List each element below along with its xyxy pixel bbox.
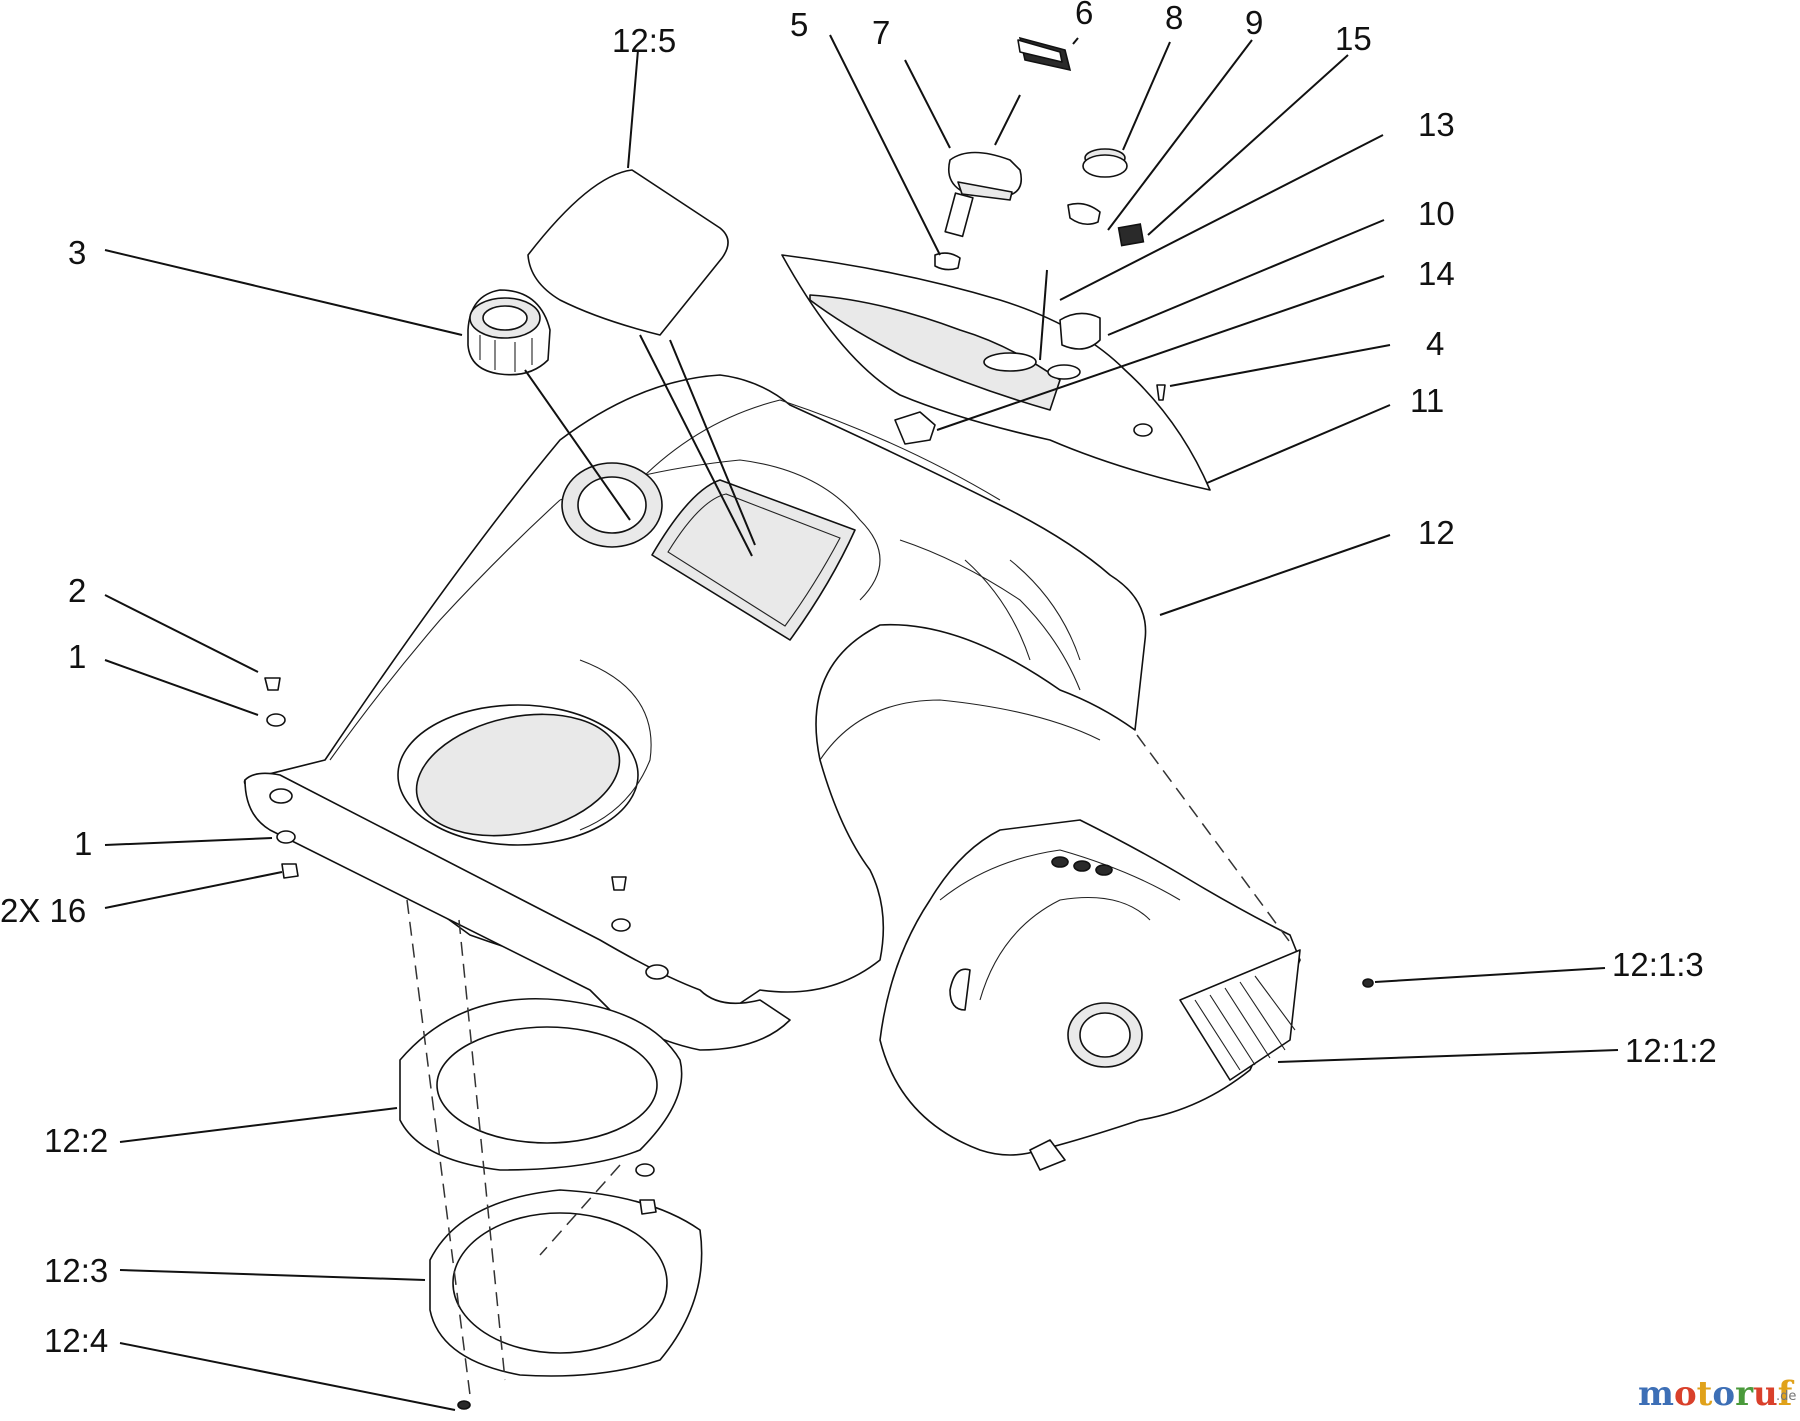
- callout-12-4: 12:4: [44, 1322, 108, 1359]
- decal-12-5: [527, 169, 729, 336]
- callout-6: 6: [1075, 0, 1093, 31]
- wm-o1: o: [1674, 1374, 1697, 1414]
- leader-lines: [104, 34, 1619, 1411]
- callout-4: 4: [1426, 325, 1444, 362]
- callout-12-5: 12:5: [612, 22, 676, 59]
- callout-3: 3: [68, 234, 86, 271]
- key-parts-6-7: [934, 36, 1072, 271]
- callout-7: 7: [872, 14, 890, 51]
- screw-12-1-3: [1362, 978, 1374, 988]
- callout-9: 9: [1245, 4, 1263, 41]
- callout-12-1-2: 12:1:2: [1625, 1032, 1717, 1069]
- wm-m: m: [1638, 1374, 1674, 1414]
- callout-1-lower: 1: [74, 825, 92, 862]
- fasteners-1-2-16: [264, 677, 657, 1410]
- callout-2x16: 2X 16: [0, 892, 86, 929]
- callout-12: 12: [1418, 514, 1455, 551]
- callout-14: 14: [1418, 255, 1455, 292]
- callout-12-1-3: 12:1:3: [1612, 946, 1704, 983]
- callout-5: 5: [790, 6, 808, 43]
- callout-1-upper: 1: [68, 638, 86, 675]
- plate-12-3: [429, 1189, 703, 1377]
- callout-8: 8: [1165, 0, 1183, 36]
- watermark-logo: motoruf .de: [1638, 1374, 1796, 1414]
- wm-r: r: [1735, 1374, 1754, 1414]
- small-parts-4-10-14: [894, 312, 1166, 445]
- housing-12: [243, 374, 1147, 1031]
- small-parts-8-9-15: [1039, 148, 1145, 361]
- shroud-12-1-2: [879, 819, 1301, 1171]
- callout-12-2: 12:2: [44, 1122, 108, 1159]
- wm-f: f: [1778, 1374, 1795, 1414]
- wm-t: t: [1697, 1374, 1713, 1414]
- callout-10: 10: [1418, 195, 1455, 232]
- svg-text:motoruf: motoruf: [1638, 1374, 1795, 1414]
- plate-12-2: [399, 997, 683, 1171]
- control-panel-11: [781, 254, 1211, 491]
- callout-11: 11: [1410, 382, 1444, 419]
- callout-15: 15: [1335, 20, 1372, 57]
- callout-2: 2: [68, 572, 86, 609]
- assembly-lines: [406, 334, 1293, 1396]
- callout-12-3: 12:3: [44, 1252, 108, 1289]
- callout-labels: 6 5 7 8 9 15 12:5 13 10 3 14 4 11 12 2 1…: [0, 0, 1717, 1359]
- fuel-cap-3: [467, 289, 551, 376]
- wm-o2: o: [1712, 1374, 1735, 1414]
- callout-13: 13: [1418, 106, 1455, 143]
- wm-suffix: .de: [1776, 1389, 1796, 1404]
- wm-u: u: [1753, 1374, 1778, 1414]
